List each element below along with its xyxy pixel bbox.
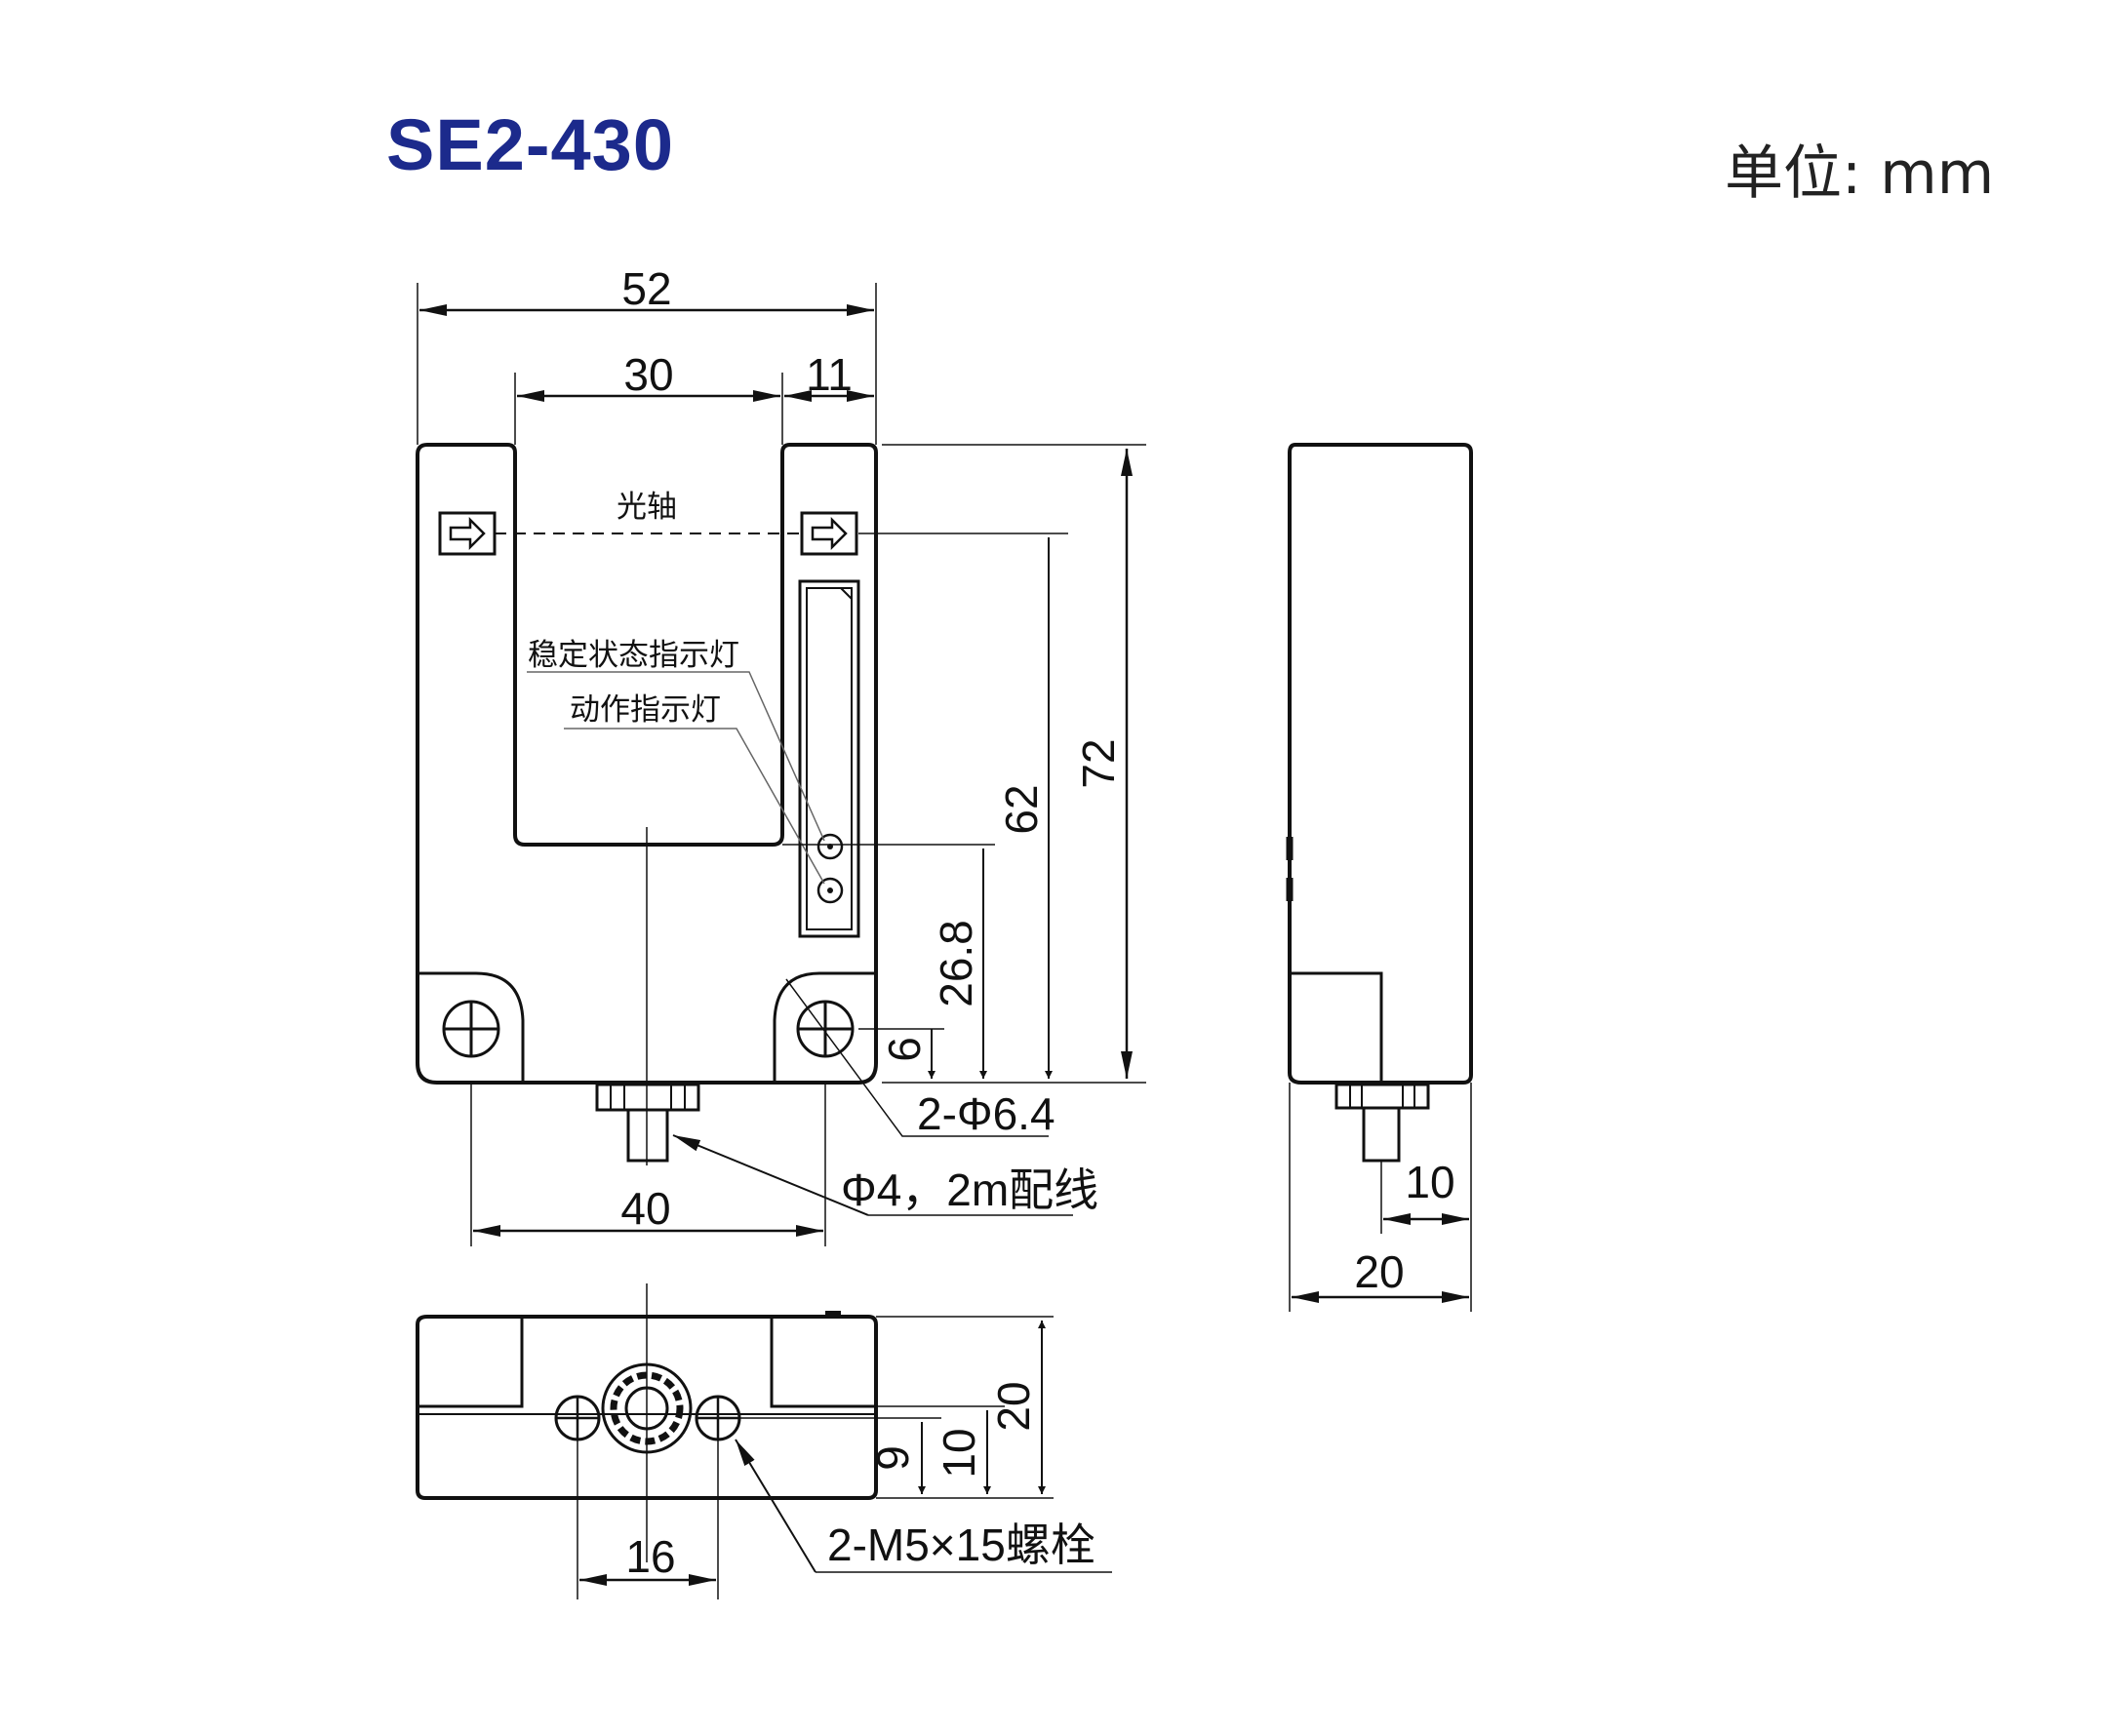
dim-total-width: 52 (621, 263, 671, 314)
front-view: 光轴 稳定状态指示灯 动作指示灯 (416, 263, 1146, 1246)
receiver-arrow-icon (800, 511, 858, 556)
right-mounting-hole-icon (796, 1000, 855, 1058)
dim-depth: 20 (1354, 1246, 1404, 1297)
side-body-outline (1288, 443, 1473, 1085)
callout-bolts: 2-M5×15螺栓 (827, 1519, 1095, 1570)
bottom-body-outline (416, 1315, 878, 1500)
right-bolt-icon (695, 1395, 741, 1441)
right-hole-relief (773, 971, 874, 1083)
dim-9: 9 (867, 1445, 918, 1471)
dim-10: 10 (934, 1428, 984, 1478)
unit-label: 单位: mm (1725, 139, 1995, 208)
leader-cable (672, 1134, 869, 1216)
side-cable-connector (1334, 1083, 1430, 1163)
dim-arm-width: 11 (806, 349, 853, 400)
label-optical-axis: 光轴 (617, 490, 677, 525)
leader-bolts (735, 1439, 816, 1573)
dim-axis-height: 62 (996, 784, 1047, 834)
dim-total-height: 72 (1073, 738, 1124, 788)
dim-slot-width: 30 (623, 349, 673, 400)
stable-indicator-lamp-icon (816, 833, 844, 860)
dim-slot-bottom: 26.8 (931, 920, 981, 1007)
callout-cable: Φ4，2m配线 (841, 1164, 1098, 1215)
model-title: SE2-430 (386, 104, 674, 185)
label-action-indicator: 动作指示灯 (570, 692, 721, 728)
dim-bolt-pitch: 16 (625, 1531, 675, 1582)
left-bolt-icon (554, 1395, 601, 1441)
bottom-view: 16 9 10 20 2-M5×15螺栓 (416, 1283, 1112, 1599)
indicator-window (798, 579, 860, 938)
cable-connector (595, 1083, 700, 1163)
dim-20: 20 (988, 1381, 1039, 1431)
side-step-line (1292, 971, 1383, 1081)
side-view: 10 20 (1286, 443, 1473, 1312)
leader-action-indicator (564, 728, 825, 885)
sensor-body-outline (416, 443, 878, 1085)
emitter-arrow-icon (438, 511, 497, 556)
leader-holes (785, 978, 1049, 1137)
left-hole-relief (419, 971, 525, 1083)
bottom-step-left (419, 1319, 524, 1408)
dim-hole-height: 6 (879, 1037, 930, 1062)
callout-holes: 2-Φ6.4 (917, 1088, 1055, 1139)
bottom-step-right (770, 1319, 874, 1408)
label-stable-indicator: 稳定状态指示灯 (528, 638, 739, 673)
dim-hole-pitch: 40 (620, 1183, 670, 1234)
left-mounting-hole-icon (442, 1000, 500, 1058)
dim-cable-offset: 10 (1405, 1157, 1454, 1207)
leader-stable-indicator (527, 671, 825, 842)
action-indicator-lamp-icon (816, 877, 844, 904)
